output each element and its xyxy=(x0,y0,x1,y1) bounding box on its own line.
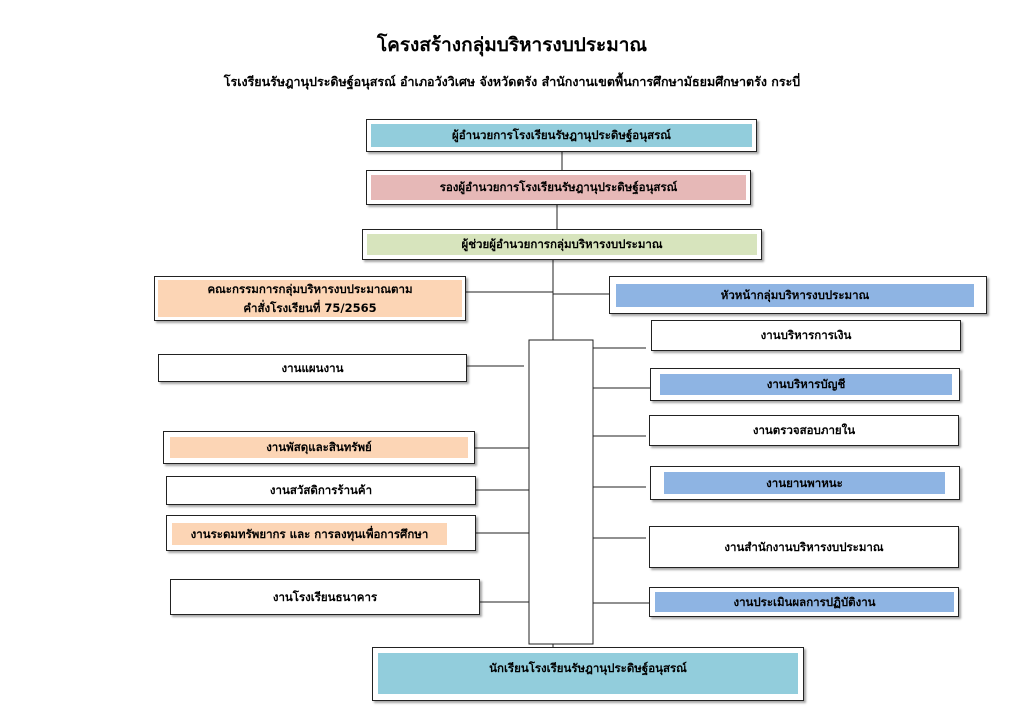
unit-performance-eval-label: งานประเมินผลการปฏิบัติงาน xyxy=(655,592,954,612)
assistant-box: ผู้ช่วยผู้อำนวยการกลุ่มบริหารงบประมาณ xyxy=(362,229,762,260)
assistant-label: ผู้ช่วยผู้อำนวยการกลุ่มบริหารงบประมาณ xyxy=(367,234,757,255)
committee-box: คณะกรรมการกลุ่มบริหารงบประมาณตาม คำสั่งโ… xyxy=(154,276,466,321)
page-subtitle: โรเงรียนรัษฎานุประดิษฐ์อนุสรณ์ อำเภอวังว… xyxy=(223,74,801,89)
unit-finance: งานบริหารการเงิน xyxy=(651,320,961,351)
unit-supplies-label: งานพัสดุและสินทรัพย์ xyxy=(170,437,468,458)
unit-performance-eval: งานประเมินผลการปฏิบัติงาน xyxy=(649,587,959,617)
page-title: โครงสร้างกลุ่มบริหารงบประมาณ xyxy=(376,34,648,56)
unit-vehicles: งานยานพาหนะ xyxy=(650,466,960,500)
unit-internal-audit: งานตรวจสอบภายใน xyxy=(649,415,959,446)
connector-spine xyxy=(528,339,594,645)
deputy-box: รองผู้อำนวยการโรงเรียนรัษฎานุประดิษฐ์อนุ… xyxy=(366,170,751,205)
unit-accounting-label: งานบริหารบัญชี xyxy=(660,374,952,395)
head-box: หัวหน้ากลุ่มบริหารงบประมาณ xyxy=(609,276,987,314)
committee-line-1: คณะกรรมการกลุ่มบริหารงบประมาณตาม xyxy=(207,282,413,297)
unit-internal-audit-label: งานตรวจสอบภายใน xyxy=(752,423,856,438)
unit-planning-label: งานแผนงาน xyxy=(281,360,344,375)
unit-supplies: งานพัสดุและสินทรัพย์ xyxy=(163,431,475,464)
students-label: นักเรียนโรงเรียนรัษฎานุประดิษฐ์อนุสรณ์ xyxy=(378,653,798,694)
unit-accounting: งานบริหารบัญชี xyxy=(650,368,960,401)
unit-vehicles-label: งานยานพาหนะ xyxy=(664,472,945,494)
unit-school-bank-label: งานโรงเรียนธนาคาร xyxy=(272,589,378,604)
unit-planning: งานแผนงาน xyxy=(158,354,467,382)
unit-budget-office: งานสำนักงานบริหารงบประมาณ xyxy=(649,526,959,568)
committee-line-2: คำสั่งโรงเรียนที่ 75/2565 xyxy=(243,300,377,315)
deputy-label: รองผู้อำนวยการโรงเรียนรัษฎานุประดิษฐ์อนุ… xyxy=(371,175,746,200)
unit-resources: งานระดมทรัพยากร และ การลงทุนเพื่อการศึกษ… xyxy=(166,515,476,551)
unit-budget-office-label: งานสำนักงานบริหารงบประมาณ xyxy=(724,539,884,554)
unit-welfare-shop: งานสวัสดิการร้านค้า xyxy=(166,476,476,505)
unit-finance-label: งานบริหารการเงิน xyxy=(760,328,852,343)
unit-school-bank: งานโรงเรียนธนาคาร xyxy=(170,579,480,615)
head-label: หัวหน้ากลุ่มบริหารงบประมาณ xyxy=(616,284,974,307)
committee-label: คณะกรรมการกลุ่มบริหารงบประมาณตาม คำสั่งโ… xyxy=(158,280,462,317)
director-label: ผู้อำนวยการโรงเรียนรัษฎานุประดิษฐ์อนุสรณ… xyxy=(371,124,752,147)
director-box: ผู้อำนวยการโรงเรียนรัษฎานุประดิษฐ์อนุสรณ… xyxy=(366,119,757,152)
unit-resources-label: งานระดมทรัพยากร และ การลงทุนเพื่อการศึกษ… xyxy=(172,523,447,545)
unit-welfare-shop-label: งานสวัสดิการร้านค้า xyxy=(269,483,373,498)
students-box: นักเรียนโรงเรียนรัษฎานุประดิษฐ์อนุสรณ์ xyxy=(372,647,804,701)
